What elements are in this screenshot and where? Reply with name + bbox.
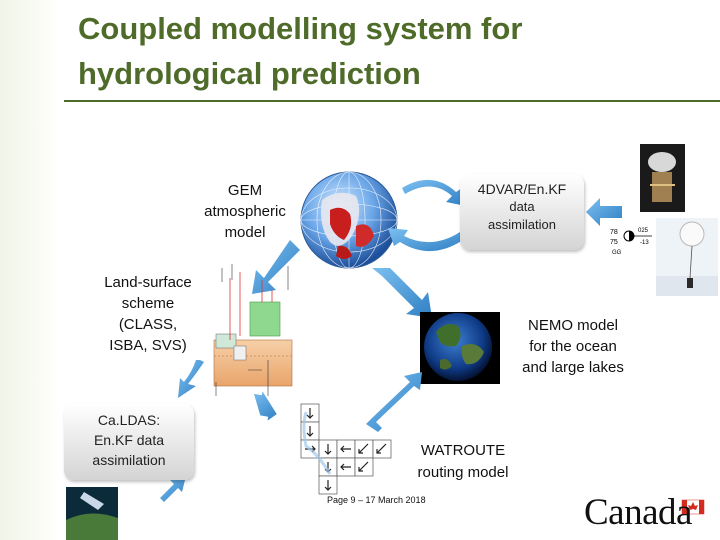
nemo-line-1: NEMO model — [527, 317, 619, 334]
weather-station-symbol: 78 75 GG 025 -13 — [610, 228, 652, 256]
land-surface-line-1: Land-surface — [104, 274, 192, 291]
land-surface-label: Land-surface scheme (CLASS, ISBA, SVS) — [86, 272, 210, 356]
title-line-1: Coupled modelling system for — [78, 11, 523, 46]
land-surface-line-4: ISBA, SVS) — [109, 337, 187, 354]
caldas-box: Ca.LDAS: En.KF data assimilation — [64, 404, 194, 480]
watroute-line-2: routing model — [417, 464, 509, 481]
canada-flag-logo — [681, 499, 705, 515]
nemo-ocean-globe-image — [420, 312, 500, 384]
assimilation-line-1: 4DVAR/En.KF — [477, 181, 567, 197]
canada-wordmark: Canada — [584, 492, 692, 533]
side-accent-bar — [0, 0, 60, 540]
land-surface-watroute-arrow — [253, 391, 277, 421]
satellite-earth-image — [66, 487, 118, 540]
nemo-line-3: and large lakes — [522, 359, 624, 376]
caldas-line-1: Ca.LDAS: — [97, 412, 161, 428]
svg-text:78: 78 — [610, 229, 618, 236]
title-underline — [64, 100, 720, 102]
assimilation-box: 4DVAR/En.KF data assimilation — [460, 174, 584, 250]
observations-arrow — [586, 198, 622, 226]
nemo-line-2: for the ocean — [529, 338, 617, 355]
nemo-watroute-arrow — [366, 372, 422, 432]
land-surface-line-3: (CLASS, — [118, 316, 178, 333]
satellite-image — [640, 144, 685, 212]
watroute-line-1: WATROUTE — [420, 442, 506, 459]
svg-text:75: 75 — [610, 239, 618, 246]
assimilation-line-3: assimilation — [488, 217, 556, 232]
caldas-line-3: assimilation — [92, 452, 166, 468]
gem-nemo-arrow — [372, 268, 432, 318]
svg-text:025: 025 — [638, 228, 649, 234]
gem-assimilation-exchange-arrow — [388, 179, 466, 252]
watroute-label: WATROUTE routing model — [398, 440, 528, 484]
assimilation-line-2: data — [509, 199, 535, 214]
slide-title: Coupled modelling system for hydrologica… — [78, 6, 698, 96]
land-surface-schematic — [213, 264, 293, 396]
land-surface-caldas-arrow — [178, 360, 204, 398]
gem-label-line-3: model — [224, 224, 266, 241]
gem-label-line-2: atmospheric — [204, 203, 286, 220]
caldas-line-2: En.KF data — [93, 432, 165, 448]
svg-text:GG: GG — [612, 250, 622, 256]
nemo-label: NEMO model for the ocean and large lakes — [506, 315, 640, 378]
gem-label: GEM atmospheric model — [190, 180, 300, 243]
gem-globe-image — [300, 171, 398, 269]
watroute-river-path — [302, 411, 332, 475]
page-footer: Page 9 – 17 March 2018 — [327, 495, 426, 505]
title-line-2: hydrological prediction — [78, 56, 421, 91]
gem-label-line-1: GEM — [227, 182, 263, 199]
land-surface-line-2: scheme — [121, 295, 175, 312]
gem-land-surface-arrow — [252, 240, 300, 294]
weather-balloon-image — [656, 218, 718, 296]
caldas-satellite-arrow — [160, 476, 186, 502]
svg-text:-13: -13 — [640, 240, 649, 246]
